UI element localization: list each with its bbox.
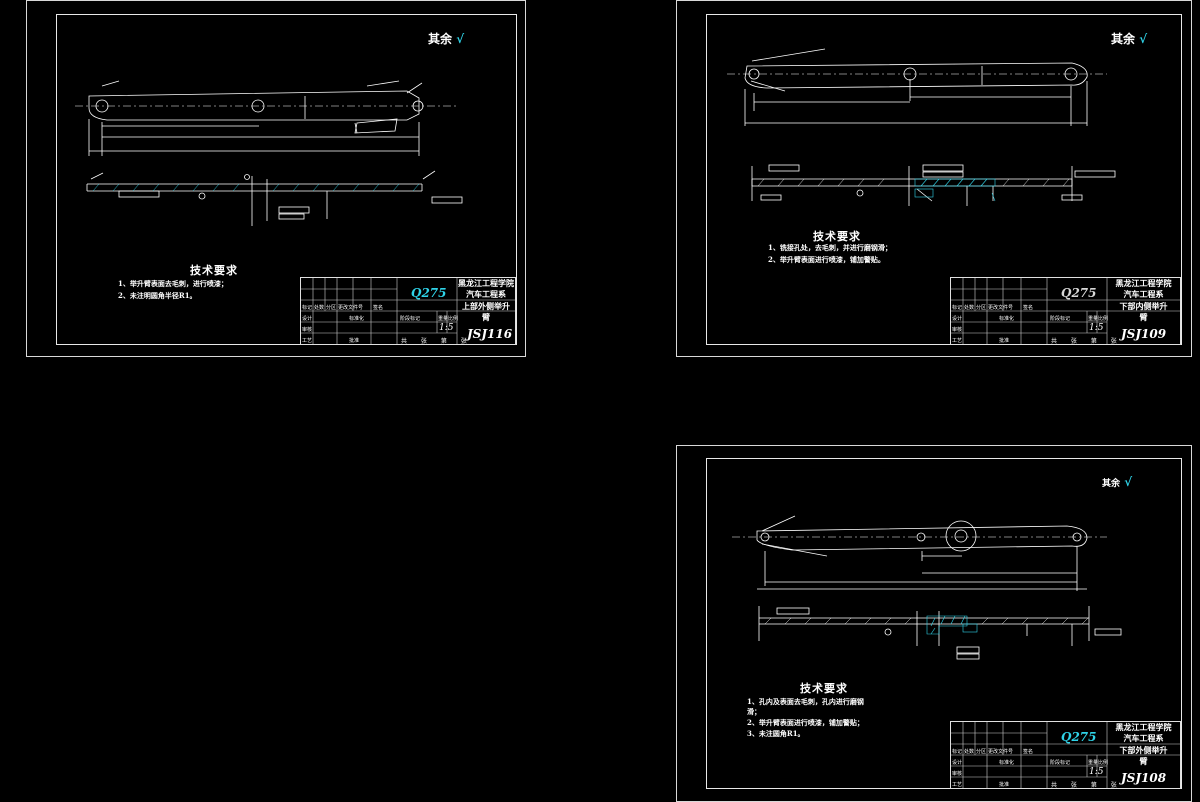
- sheet-count: 共 张 第 张: [401, 338, 473, 345]
- drawing-sheet-1: 其余 √: [26, 0, 526, 357]
- tech-note-1: 1、举升臂表面去毛刺，进行喷漆；: [118, 279, 228, 288]
- material-label: Q275: [411, 286, 447, 300]
- part-drawing-lower-inner-arm: [727, 48, 1116, 206]
- tech-requirements-title: 技术要求: [813, 230, 861, 243]
- drawing-frame-2: [706, 14, 1182, 345]
- label-genggai: 更改文件号: [338, 305, 364, 311]
- label-shenhe: 审核: [952, 327, 963, 333]
- label-zhongliang: 重量: [438, 316, 449, 322]
- label-shenhe: 审核: [302, 327, 313, 333]
- label-gongyi: 工艺: [952, 338, 963, 344]
- label-jieduan: 阶段标记: [400, 316, 421, 322]
- tech-note-1: 1、孔内及表面去毛刺，孔内进行磨钢: [747, 697, 864, 706]
- label-biaoji: 标记: [952, 305, 963, 311]
- title-block-2: Q275 黑龙江工程学院汽车工程系 下部内侧举升臂 标记 处数 分区 更改文件号…: [950, 277, 1181, 345]
- drawing-frame-3: [706, 458, 1182, 789]
- tech-note-2: 2、举升臂表面进行喷漆，铺加警贴。: [768, 255, 885, 264]
- label-fenqu: 分区: [326, 305, 337, 311]
- label-pizhun: 批准: [999, 338, 1010, 344]
- material-label: Q275: [1061, 286, 1097, 300]
- roughness-note: 其余 √: [1111, 32, 1148, 46]
- label-pizhun: 批准: [349, 338, 360, 344]
- label-gongyi: 工艺: [952, 782, 963, 788]
- roughness-note: 其余 √: [1102, 475, 1133, 489]
- title-block-grid: [951, 722, 1180, 788]
- title-block-3: Q275 黑龙江工程学院汽车工程系 下部外侧举升臂 标记 处数 分区 更改文件号…: [950, 721, 1181, 789]
- label-sheji: 设计: [952, 760, 963, 766]
- title-block-grid: [301, 278, 515, 344]
- tech-note-1-cont: 滑；: [747, 707, 761, 716]
- school-name: 黑龙江工程学院汽车工程系: [1115, 278, 1172, 299]
- label-jieduan: 阶段标记: [1050, 760, 1071, 766]
- scale-value: 1:5: [439, 323, 454, 333]
- label-bili: 比例: [1098, 760, 1109, 766]
- drawing-sheet-3: 其余 √: [676, 445, 1192, 802]
- label-jieduan: 阶段标记: [1050, 316, 1071, 322]
- label-qianming: 签名: [1023, 749, 1034, 755]
- label-fenqu: 分区: [976, 305, 987, 311]
- part-name: 下部外侧举升臂: [1119, 745, 1168, 766]
- scale-value: 1:5: [1089, 323, 1104, 333]
- title-block-grid: [951, 278, 1180, 344]
- label-shenhe: 审核: [952, 771, 963, 777]
- label-zhongliang: 重量: [1088, 760, 1099, 766]
- tech-requirements-title: 技术要求: [190, 264, 238, 277]
- roughness-note: 其余 √: [428, 32, 465, 46]
- label-qianming: 签名: [373, 305, 384, 311]
- label-chushu: 处数: [314, 305, 325, 311]
- label-sheji: 设计: [302, 316, 313, 322]
- material-label: Q275: [1061, 730, 1097, 744]
- drawing-frame-1: [56, 14, 517, 345]
- sheet-count: 共 张 第 张: [1051, 338, 1123, 345]
- label-chushu: 处数: [964, 305, 975, 311]
- label-biaoji: 标记: [952, 749, 963, 755]
- label-qianming: 签名: [1023, 305, 1034, 311]
- label-genggai: 更改文件号: [988, 305, 1014, 311]
- drawing-number: JSJ109: [1121, 327, 1167, 341]
- label-zhongliang: 重量: [1088, 316, 1099, 322]
- drawing-number: JSJ116: [467, 327, 513, 341]
- tech-note-1: 1、铣接孔处，去毛刺，并进行磨钢滑；: [768, 243, 892, 252]
- label-bili: 比例: [1098, 316, 1109, 322]
- scale-value: 1:5: [1089, 767, 1104, 777]
- label-chushu: 处数: [964, 749, 975, 755]
- label-bili: 比例: [448, 316, 459, 322]
- tech-note-2: 2、举升臂表面进行喷漆，铺加警贴；: [747, 718, 864, 727]
- label-biaozhunhua: 标准化: [999, 760, 1015, 766]
- part-drawing-lower-outer-arm: [732, 515, 1122, 660]
- tech-note-2: 2、未注明圆角半径R1。: [118, 291, 197, 300]
- school-name: 黑龙江工程学院汽车工程系: [458, 278, 514, 299]
- part-name: 下部内侧举升臂: [1119, 301, 1168, 322]
- tech-requirements-title: 技术要求: [800, 682, 848, 695]
- tech-note-3: 3、未注圆角R1。: [747, 729, 805, 738]
- label-gongyi: 工艺: [302, 338, 313, 344]
- school-name: 黑龙江工程学院汽车工程系: [1115, 722, 1172, 743]
- part-name: 上部外侧举升臂: [462, 301, 510, 322]
- label-genggai: 更改文件号: [988, 749, 1014, 755]
- label-pizhun: 批准: [999, 782, 1010, 788]
- label-biaozhunhua: 标准化: [999, 316, 1015, 322]
- label-sheji: 设计: [952, 316, 963, 322]
- part-drawing-upper-arm: [75, 80, 463, 226]
- label-biaoji: 标记: [302, 305, 313, 311]
- sheet-count: 共 张 第 张: [1051, 782, 1123, 789]
- title-block-1: Q275 黑龙江工程学院汽车工程系 上部外侧举升臂 标记 处数 分区 更改文件号…: [300, 277, 516, 345]
- label-biaozhunhua: 标准化: [349, 316, 365, 322]
- drawing-sheet-2: 其余 √: [676, 0, 1192, 357]
- label-fenqu: 分区: [976, 749, 987, 755]
- drawing-number: JSJ108: [1121, 771, 1167, 785]
